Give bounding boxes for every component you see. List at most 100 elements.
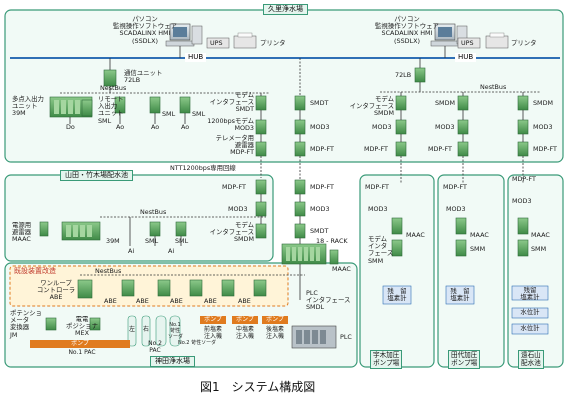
ups-2: [457, 37, 481, 49]
section-yamada-label: 山田・竹木場配水池: [60, 170, 133, 181]
section-tashiro: [437, 174, 505, 368]
yamada-sml-1: [149, 221, 161, 237]
post-chlor-label: 後塩素 注入機: [265, 326, 284, 340]
smdt-2: [294, 95, 306, 111]
sotogi-residual-label: 残 留 塩素計: [387, 287, 407, 303]
ups1-label: UPS: [210, 39, 223, 47]
positioner-mex: [89, 317, 101, 331]
ishiyama-smm: [517, 239, 529, 257]
yamada-mdpft-label: MDP-FT: [222, 183, 246, 191]
nestbus-yamada-label: NestBus: [140, 208, 167, 216]
pc-1: [165, 23, 203, 58]
yamada-mod3-label: MOD3: [228, 205, 248, 213]
ishiyama-mdpft-label: MDP-FT: [512, 175, 536, 183]
section-ishiyama-label: 遠石山 配水池: [518, 350, 544, 370]
existing-label: 既設装置改造: [14, 267, 56, 275]
remote-io-label: リモート 入出力 ユニット SML: [98, 95, 124, 125]
sotogi-smm-label: モデム インタ フェース SMM: [368, 235, 394, 265]
mdpft-c2-label: MDP-FT: [428, 145, 452, 153]
smdm-c3-label: SMDM: [533, 99, 554, 107]
yamada-sml-1-label: SML: [145, 237, 159, 245]
pump-post-label: ポンプ: [262, 316, 288, 323]
figure-caption: 図1 システム構成図: [200, 380, 316, 394]
chain-col-2: [457, 92, 469, 184]
ishiyama-mod3-label: MOD3: [512, 197, 532, 205]
tashiro-residual-label: 残 留 塩素計: [450, 287, 470, 303]
ao-label-1: Ao: [116, 123, 125, 131]
ntt-label: NTT1200bps専用回線: [170, 164, 236, 172]
kamida-mdpft-label: MDP-FT: [310, 183, 334, 191]
sml-unit-4: [81, 99, 93, 117]
yamada-maac: [39, 221, 49, 237]
plc-label: PLC: [340, 333, 352, 341]
valve-left-label: 左: [128, 326, 135, 333]
telemeter-label: テレメータ用 避雷器 MDP-FT: [215, 134, 254, 157]
printer-2: [485, 32, 509, 49]
yamada-sml-2: [175, 221, 187, 237]
plc-if-label: PLC インタフェース SMDL: [306, 289, 351, 312]
ai-label-1: Ai: [128, 247, 135, 255]
tashiro-maac-label: MAAC: [470, 231, 489, 239]
ishiyama-smm-label: SMM: [531, 245, 547, 253]
ishiyama-water-2: [511, 323, 549, 335]
pc2-label: パソコン 監視操作ソフトウェア SCADALINX HMI (SSDLX): [375, 15, 439, 45]
kamida-chain: [294, 179, 306, 244]
ishiyama-maac-label: MAAC: [531, 231, 550, 239]
kamida-maac-label: MAAC: [332, 265, 351, 273]
section-sotogi: [359, 174, 435, 368]
pump-mid-label: ポンプ: [232, 316, 258, 323]
abe-label-4: ABE: [204, 297, 217, 305]
potentio-jm: [45, 317, 57, 331]
tashiro-smm-label: SMM: [470, 245, 486, 253]
nestbus-kamida-label: NestBus: [95, 267, 122, 275]
no2soda-label: No.2 苛性ソーダ: [178, 340, 217, 346]
mod3-c3-label: MOD3: [533, 123, 553, 131]
mdpft-1: [255, 141, 267, 157]
pc1-label: パソコン 監視操作ソフトウェア SCADALINX HMI (SSDLX): [113, 15, 177, 45]
tank-no2pac: [155, 315, 167, 347]
abe-label-3: ABE: [170, 297, 183, 305]
tank-no1soda: [169, 315, 181, 347]
sml-unit-2: [149, 96, 161, 114]
kamida-smdt-label: SMDT: [310, 227, 329, 235]
mod3-2: [294, 119, 306, 135]
abe-row: [77, 279, 267, 299]
ishiyama-water-1-label: 水位計: [520, 308, 540, 316]
mod3-1: [255, 119, 267, 135]
printer2-label: プリンタ: [511, 39, 537, 47]
abe-label-5: ABE: [238, 297, 251, 305]
positioner-label: 電電 ポジショナ MEX: [66, 315, 98, 338]
sotogi-smm: [391, 239, 403, 257]
do-label: Do: [66, 123, 75, 131]
abe-label-2: ABE: [136, 297, 149, 305]
pre-chlor-label: 前塩素 注入機: [203, 326, 222, 340]
sotogi-maac-label: MAAC: [406, 231, 425, 239]
smdt-modem-if-1: [255, 95, 267, 111]
ishiyama-residual-box: [511, 285, 549, 301]
section-kuri-label: 久里浄水場: [263, 4, 308, 15]
section-tashiro-label: 田代加圧 ポンプ場: [448, 350, 481, 370]
valve-right: [141, 315, 151, 347]
ishiyama-water-1: [511, 307, 549, 319]
sml-label-3: SML: [192, 110, 206, 118]
sml-unit-3: [179, 96, 191, 114]
ao-label-2: Ao: [151, 123, 160, 131]
mid-chlor-label: 中塩素 注入機: [235, 326, 254, 340]
nestbus-kuri-label: NestBus: [100, 84, 127, 92]
ai-label-2: Ai: [168, 247, 175, 255]
mdpft-2-label: MDP-FT: [310, 145, 334, 153]
printer-1: [233, 32, 257, 49]
sotogi-mdpft-label: MDP-FT: [365, 183, 389, 191]
lb72-right-label: 72LB: [395, 71, 412, 79]
tashiro-residual-box: [445, 285, 475, 305]
modem-if-smdt-label: モデム インタフェース SMDT: [209, 91, 254, 114]
smdt-2-label: SMDT: [310, 99, 329, 107]
ups-1: [206, 37, 230, 49]
chain-col-3: [517, 92, 529, 184]
valve-left: [127, 315, 137, 347]
chain-col-1: [395, 92, 407, 184]
multi-io-label: 多点入出力 ユニット 39M: [12, 95, 44, 118]
modem-if-smdm-label: モデム インタフェース SMDM: [349, 95, 394, 118]
comm-unit-label: 通信ユニット 72LB: [124, 69, 163, 85]
